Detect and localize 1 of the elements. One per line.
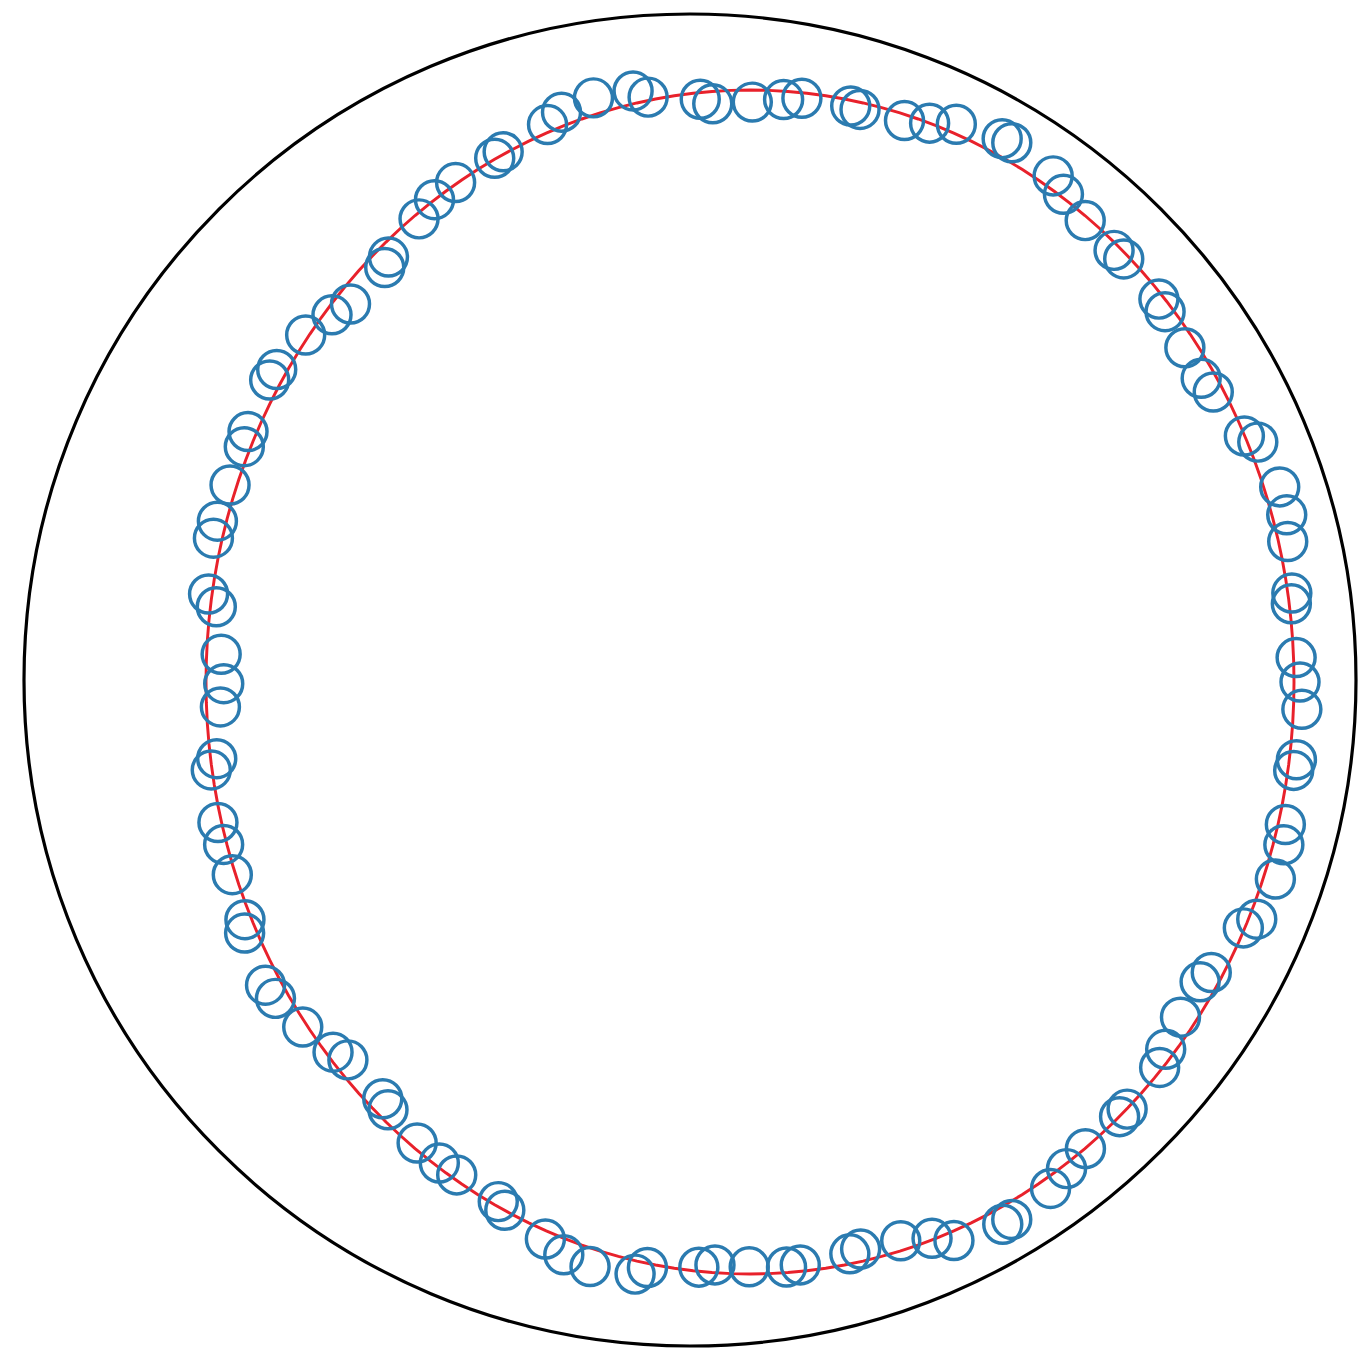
outer-circle [22,12,1358,1348]
